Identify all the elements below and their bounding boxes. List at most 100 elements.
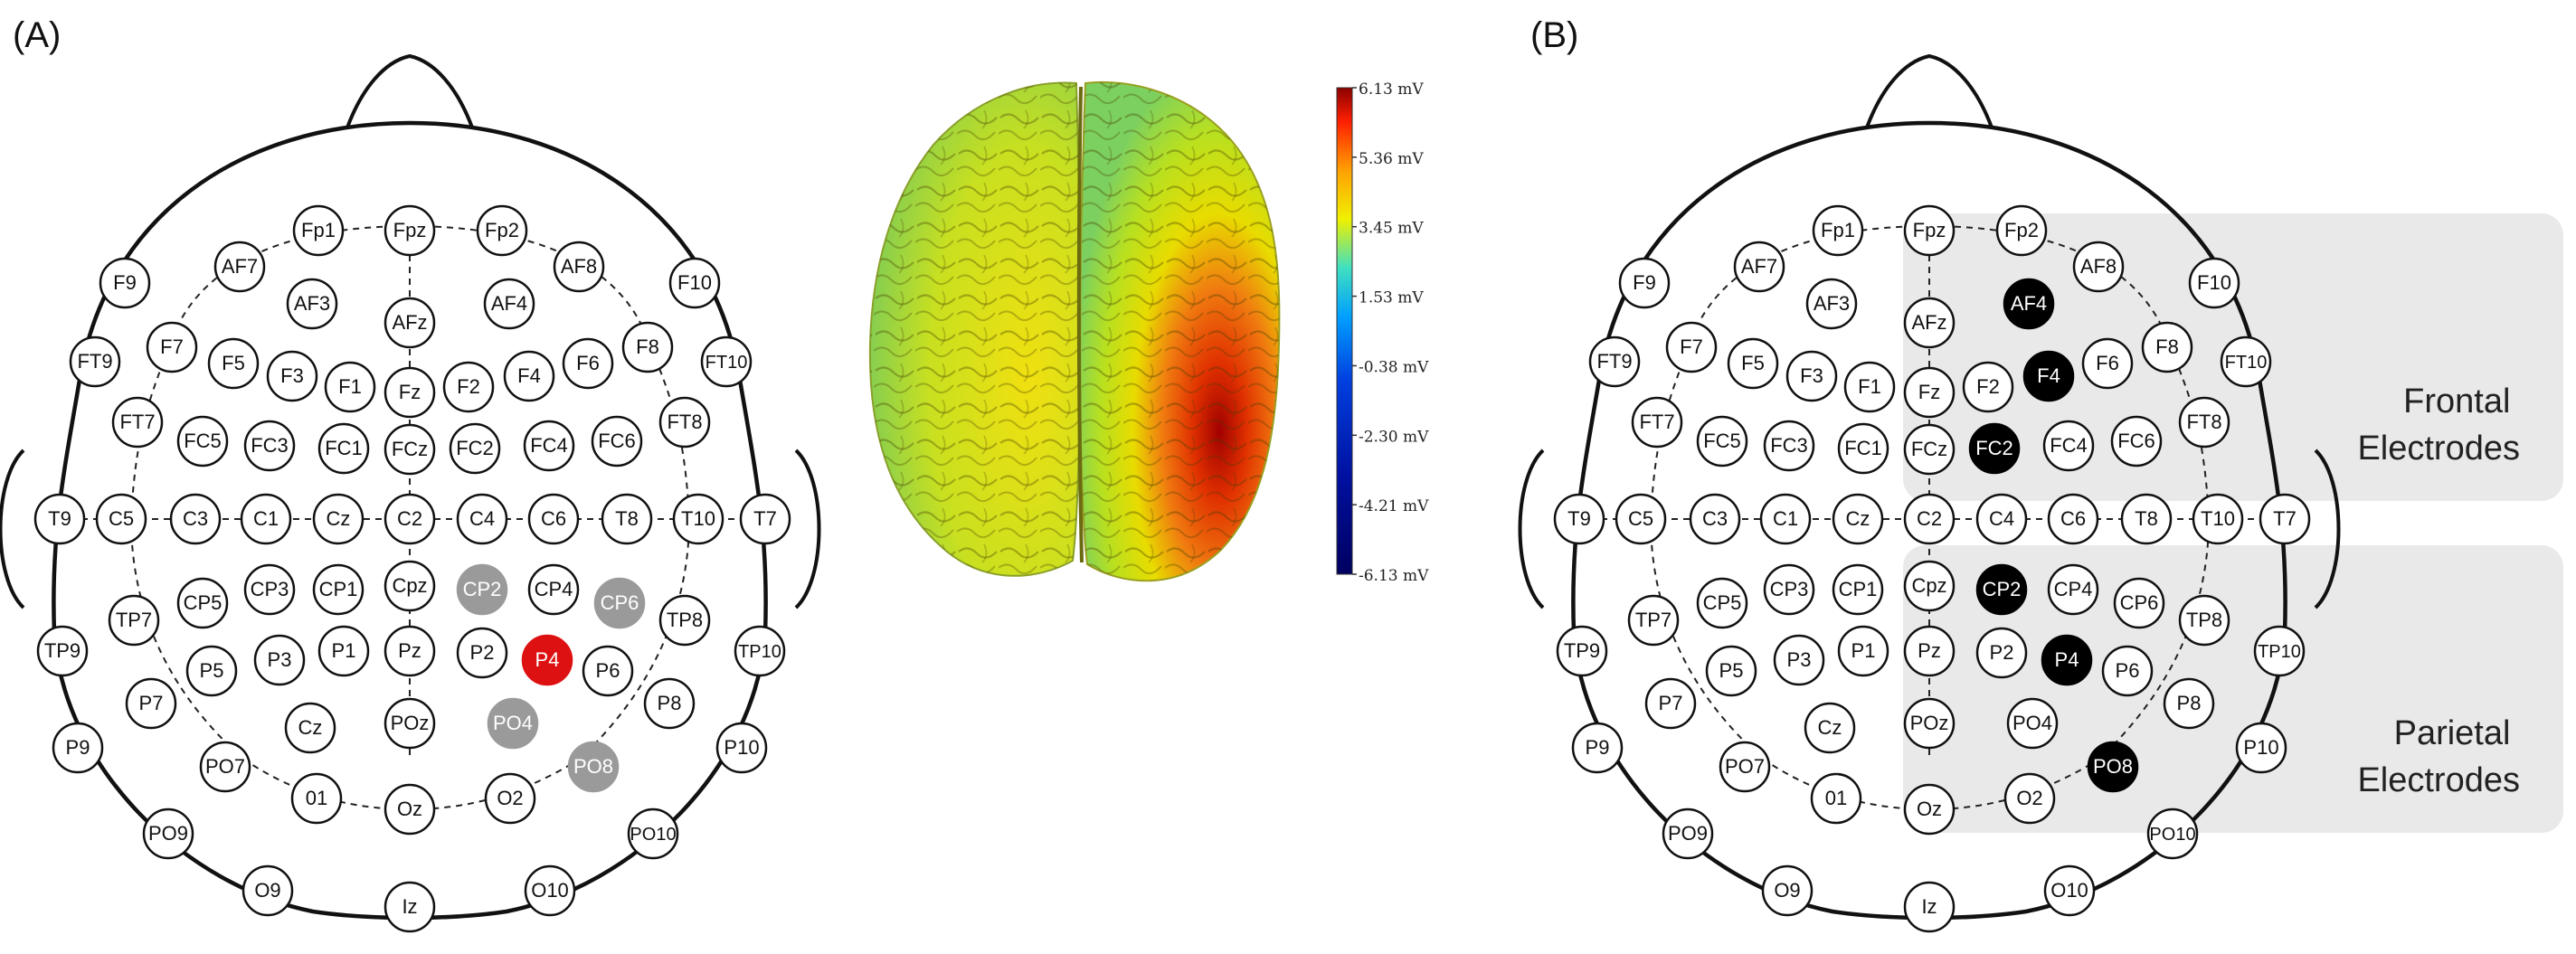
electrode-marker <box>2047 493 2099 545</box>
electrode-label: Fz <box>1918 381 1940 403</box>
electrode-label: C6 <box>2060 507 2086 530</box>
electrode-af3: AF3 <box>286 278 338 330</box>
electrode-cp6: CP6 <box>593 577 646 629</box>
electrode-label: FT10 <box>2225 353 2268 373</box>
electrode-marker <box>1903 625 1956 677</box>
electrode-label: C3 <box>1702 507 1728 530</box>
electrode-marker <box>292 204 345 257</box>
electrode-t8: T8 <box>2120 493 2173 545</box>
electrode-label: C4 <box>1989 507 2014 530</box>
electrode-f8: F8 <box>2141 321 2193 373</box>
electrode-label: P6 <box>2116 659 2140 682</box>
electrode-t9: T9 <box>33 493 86 545</box>
electrode-marker <box>1903 881 1956 933</box>
electrode-label: FT9 <box>77 350 112 373</box>
electrode-c4: C4 <box>1975 493 2028 545</box>
electrode-marker <box>207 337 260 390</box>
electrode-marker <box>2178 594 2230 647</box>
electrode-label: CP4 <box>535 578 573 600</box>
electrode-label: F9 <box>1633 271 1656 294</box>
electrode-af4: AF4 <box>483 278 535 330</box>
electrode-marker <box>1995 204 2048 257</box>
electrode-p4: P4 <box>2041 634 2093 686</box>
electrode-marker <box>1615 493 1667 545</box>
electrode-label: FCz <box>1911 438 1947 460</box>
electrode-label: FT8 <box>667 411 702 433</box>
electrode-fc1: FC1 <box>317 422 370 475</box>
electrode-label: F2 <box>457 375 480 398</box>
electrode-c4: C4 <box>456 493 508 545</box>
parietal-region-line-1: Parietal <box>2394 714 2511 752</box>
electrode-cz: Cz <box>312 493 365 545</box>
electrode-label: FCz <box>392 438 428 460</box>
electrode-label: FC6 <box>2117 430 2155 452</box>
electrode-label: P5 <box>200 659 224 682</box>
electrode-marker <box>715 722 768 774</box>
colorbar-gradient <box>1336 87 1353 575</box>
electrode-marker <box>312 493 365 545</box>
electrode-label: CP2 <box>1983 578 2022 600</box>
electrode-marker <box>523 420 575 472</box>
electrode-marker <box>185 645 238 697</box>
frontal-region-line-1: Frontal <box>2403 383 2510 420</box>
electrode-fp1: Fp1 <box>292 204 345 257</box>
electrode-marker <box>1804 702 1856 754</box>
electrode-cp2: CP2 <box>1975 563 2028 616</box>
electrode-label: C5 <box>1628 507 1653 530</box>
electrode-label: PO7 <box>1725 755 1765 778</box>
electrode-fpz: Fpz <box>1903 204 1956 257</box>
electrode-marker <box>324 361 376 413</box>
electrode-fc2: FC2 <box>449 422 501 475</box>
electrode-marker <box>108 594 160 647</box>
electrode-label: POz <box>391 712 430 734</box>
electrode-marker <box>2178 396 2230 449</box>
electrode-label: F7 <box>160 335 184 358</box>
electrode-marker <box>1903 366 1956 419</box>
electrode-marker <box>1903 423 1956 476</box>
electrode-label: P6 <box>596 659 620 682</box>
frontal-region-label: Frontal Electrodes <box>2357 383 2520 468</box>
electrode-p3: P3 <box>253 634 306 686</box>
electrode-marker <box>95 493 147 545</box>
electrode-marker <box>1665 321 1718 373</box>
electrode-marker <box>2188 257 2240 309</box>
electrode-afz: AFz <box>384 297 436 349</box>
electrode-label: Oz <box>1917 798 1942 820</box>
electrode-label: T9 <box>48 507 71 530</box>
electrode-label: C3 <box>183 507 208 530</box>
electrode-marker <box>627 808 679 860</box>
electrode-ft8: FT8 <box>658 396 711 449</box>
electrode-marker <box>456 493 508 545</box>
electrode-fc4: FC4 <box>2042 420 2095 472</box>
electrode-marker <box>2022 350 2075 402</box>
electrode-marker <box>1553 493 1605 545</box>
electrode-marker <box>176 415 229 468</box>
electrode-marker <box>734 625 786 677</box>
electrode-label: T7 <box>753 507 777 530</box>
electrode-label: CP5 <box>1703 591 1742 614</box>
electrode-ft7: FT7 <box>111 396 164 449</box>
electrode-marker <box>243 563 296 616</box>
electrode-marker <box>384 881 436 933</box>
electrode-marker <box>213 241 266 293</box>
electrode-po7: PO7 <box>1719 741 1771 793</box>
electrode-o10: O10 <box>524 864 576 917</box>
electrode-fc5: FC5 <box>176 415 229 468</box>
electrode-label: FC3 <box>251 434 289 457</box>
electrode-marker <box>1696 577 1748 629</box>
electrode-label: Cz <box>1846 507 1870 530</box>
electrode-tp10: TP10 <box>734 625 786 677</box>
electrode-marker <box>2120 493 2173 545</box>
electrode-label: FC2 <box>1975 437 2013 459</box>
electrode-po7: PO7 <box>199 741 251 793</box>
electrode-label: Iz <box>1921 895 1937 918</box>
electrode-label: F8 <box>2155 335 2179 358</box>
electrode-label: TP8 <box>2186 609 2222 631</box>
electrode-label: TP7 <box>1635 609 1672 631</box>
electrode-p4: P4 <box>521 634 573 686</box>
electrode-label: F1 <box>1858 375 1881 398</box>
electrode-marker <box>562 337 614 390</box>
electrode-label: P9 <box>1586 736 1610 759</box>
electrode-label: PO8 <box>573 755 613 778</box>
electrode-marker <box>1761 864 1814 917</box>
